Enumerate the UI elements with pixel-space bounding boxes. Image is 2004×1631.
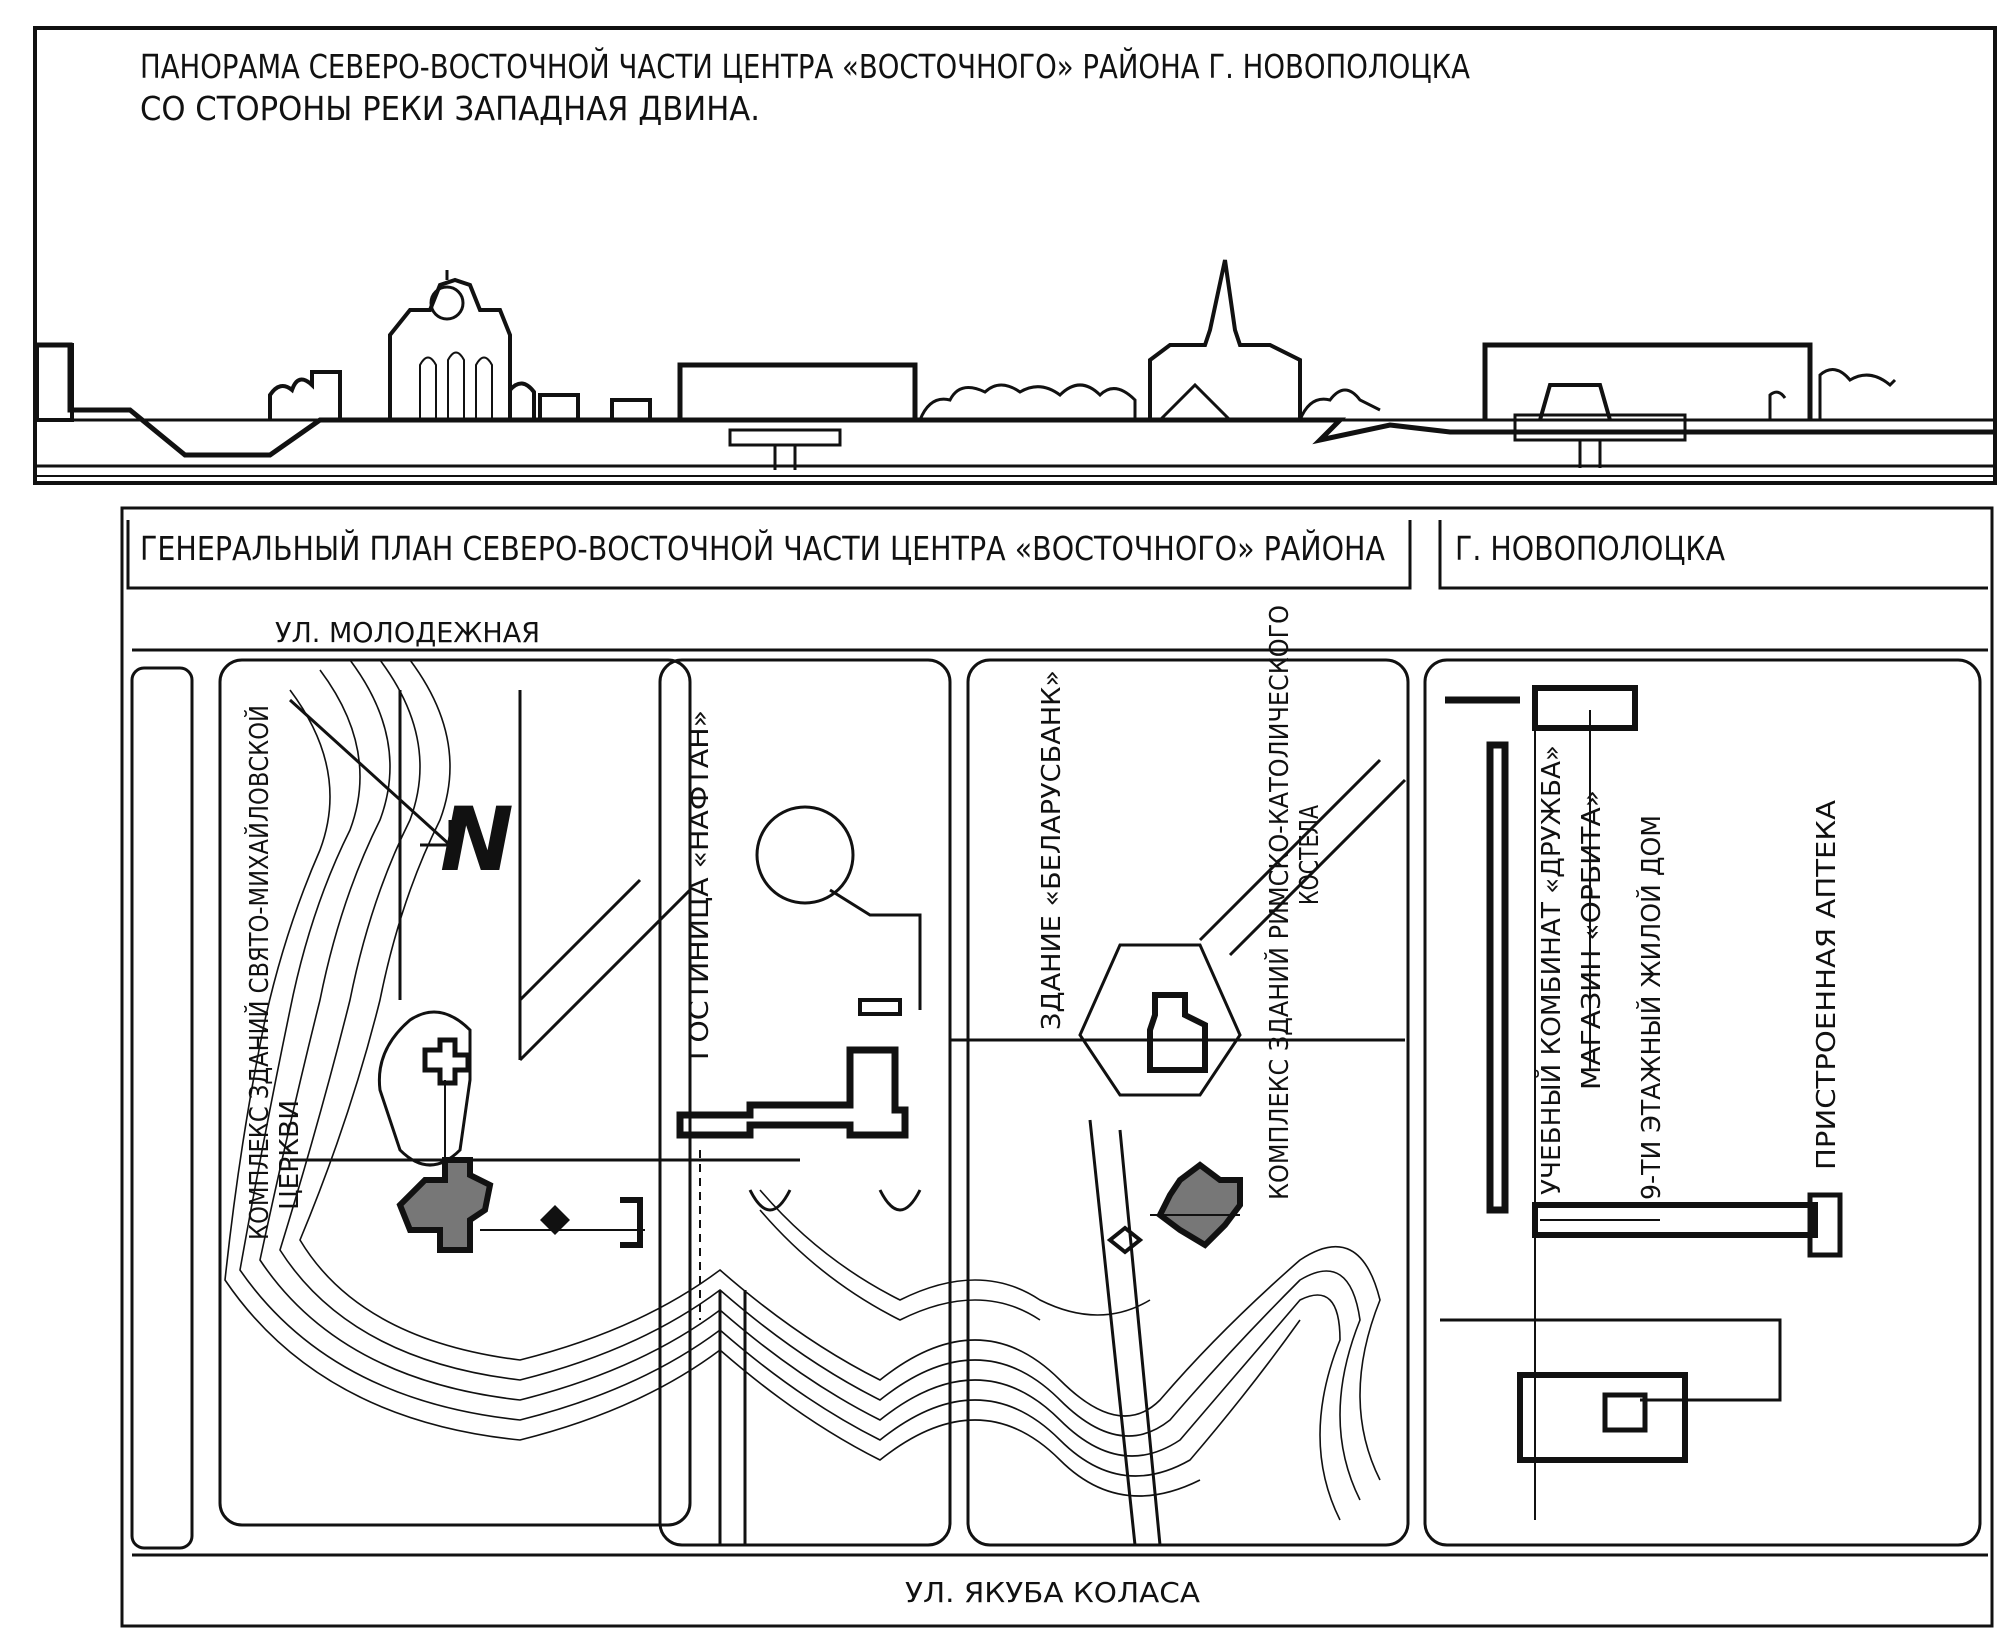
panorama-title-line2: СО СТОРОНЫ РЕКИ ЗАПАДНАЯ ДВИНА. bbox=[140, 89, 760, 128]
church-annex bbox=[620, 1197, 643, 1248]
plan-frame bbox=[120, 506, 1994, 1628]
label-church-line2: ЦЕРКВИ bbox=[275, 1100, 305, 1210]
hotel-building bbox=[676, 1046, 909, 1139]
panorama-frame bbox=[33, 26, 1997, 485]
school-building bbox=[1445, 696, 1520, 1214]
trees-far-right bbox=[1768, 368, 1897, 420]
label-kostel-line1: КОМПЛЕКС ЗДАНИЙ РИМСКО-КАТОЛИЧЕСКОГО bbox=[1263, 605, 1295, 1200]
church-complex bbox=[377, 1010, 645, 1253]
trees-left bbox=[268, 370, 652, 420]
east-court-building bbox=[1517, 1372, 1688, 1463]
trees-right bbox=[1298, 388, 1381, 421]
panorama-title-line1: ПАНОРАМА СЕВЕРО-ВОСТОЧНОЙ ЧАСТИ ЦЕНТРА «… bbox=[140, 46, 1470, 86]
panorama-section: ПАНОРАМА СЕВЕРО-ВОСТОЧНОЙ ЧАСТИ ЦЕНТРА «… bbox=[33, 26, 1997, 485]
label-bank: ЗДАНИЕ «БЕЛАРУСБАНК» bbox=[1037, 670, 1067, 1030]
label-shop: МАГАЗИН «ОРБИТА» bbox=[1577, 790, 1607, 1090]
church-small-cross bbox=[422, 1037, 471, 1086]
church-chapel bbox=[540, 1205, 570, 1235]
label-kostel-line2: КОСТЕЛА bbox=[1295, 805, 1325, 905]
plan-section: ГЕНЕРАЛЬНЫЙ ПЛАН СЕВЕРО-ВОСТОЧНОЙ ЧАСТИ … bbox=[120, 506, 1994, 1628]
label-house: 9-ТИ ЭТАЖНЫЙ ЖИЛОЙ ДОМ bbox=[1635, 815, 1667, 1200]
embankment-profile bbox=[37, 342, 1993, 458]
kostel-silhouette bbox=[1148, 259, 1302, 422]
title-box-right bbox=[1438, 520, 1988, 590]
terrain-contours bbox=[224, 659, 1381, 1521]
central-pavilion bbox=[677, 362, 918, 470]
right-complex bbox=[1482, 342, 1813, 468]
left-building bbox=[35, 343, 74, 422]
kostel-complex bbox=[1106, 1161, 1243, 1255]
label-church-line1: КОМПЛЕКС ЗДАНИЙ СВЯТО-МИХАЙЛОВСКОЙ bbox=[243, 705, 275, 1240]
street-top-label: УЛ. МОЛОДЕЖНАЯ bbox=[275, 616, 540, 649]
north-arrow-label: N bbox=[440, 788, 514, 891]
shop-building bbox=[1532, 685, 1638, 731]
trees-middle bbox=[918, 383, 1137, 421]
east-complex bbox=[1445, 685, 1843, 1520]
north-arrow: N bbox=[288, 698, 514, 891]
bank-complex bbox=[1078, 943, 1242, 1097]
plan-title-left: ГЕНЕРАЛЬНЫЙ ПЛАН СЕВЕРО-ВОСТОЧНОЙ ЧАСТИ … bbox=[140, 528, 1385, 568]
title-box-left bbox=[126, 520, 1412, 590]
plan-title-right: Г. НОВОПОЛОЦКА bbox=[1455, 529, 1725, 568]
label-pharmacy: ПРИСТРОЕННАЯ АПТЕКА bbox=[1812, 800, 1842, 1170]
street-bottom-label: УЛ. ЯКУБА КОЛАСА bbox=[905, 1576, 1200, 1609]
label-school: УЧЕБНЫЙ КОМБИНАТ «ДРУЖБА» bbox=[1535, 745, 1567, 1195]
church-silhouette bbox=[388, 270, 512, 420]
church-main-plan bbox=[396, 1157, 494, 1253]
kostel-main-plan bbox=[1156, 1161, 1243, 1249]
label-hotel: ГОСТИНИЦА «НАФТАН» bbox=[685, 710, 715, 1060]
pharmacy-building bbox=[1807, 1192, 1843, 1258]
road-network bbox=[130, 648, 1988, 1557]
bank-building bbox=[1147, 992, 1208, 1073]
hotel-complex bbox=[676, 805, 922, 1320]
